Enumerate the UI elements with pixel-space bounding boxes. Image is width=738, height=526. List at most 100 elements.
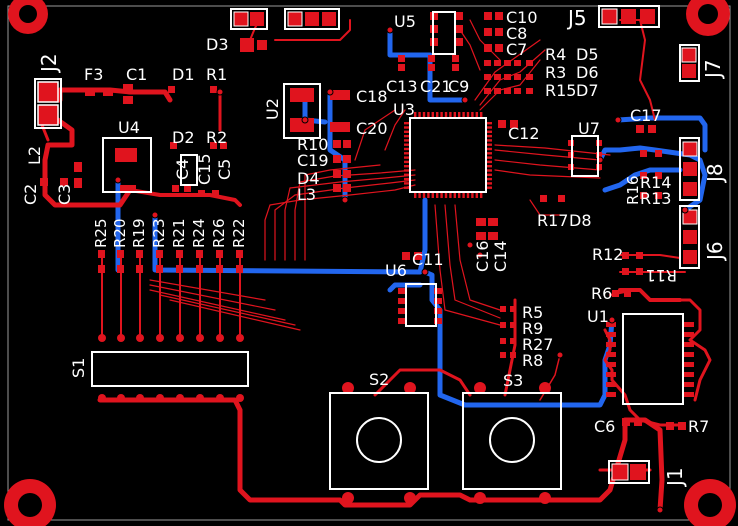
u4-outline: [102, 137, 152, 193]
label-C19: C19: [297, 151, 329, 170]
label-R12: R12: [592, 245, 623, 264]
j-top2-outline: [284, 8, 340, 30]
label-C1: C1: [126, 65, 147, 84]
label-R2: R2: [206, 128, 227, 147]
label-U2: U2: [263, 98, 282, 120]
label-J8: J8: [703, 163, 727, 184]
label-R10: R10: [297, 135, 328, 154]
label-R19: R19: [130, 218, 148, 248]
label-R1: R1: [206, 65, 227, 84]
label-C15: C15: [195, 153, 214, 185]
copper-pads: [37, 8, 698, 504]
label-C5: C5: [215, 159, 234, 180]
label-C16: C16: [473, 240, 492, 272]
label-R5: R5: [522, 303, 543, 322]
label-D7: D7: [576, 81, 599, 100]
label-R7: R7: [688, 417, 709, 436]
label-U4: U4: [118, 118, 140, 137]
s1-outline: [91, 351, 249, 387]
label-J2: J2: [37, 53, 61, 74]
label-J7: J7: [701, 59, 725, 80]
label-R4: R4: [545, 45, 566, 64]
label-C14: C14: [491, 240, 510, 272]
label-R25: R25: [92, 218, 110, 248]
j5-outline: [598, 5, 660, 28]
label-R27: R27: [522, 335, 553, 354]
label-S1: S1: [69, 358, 88, 378]
s2-actuator: [356, 417, 402, 463]
label-C4: C4: [173, 159, 192, 180]
label-D8: D8: [569, 211, 592, 230]
j2-outline: [34, 78, 62, 129]
label-D2: D2: [172, 128, 195, 147]
label-R16: R16: [624, 175, 642, 205]
label-C10: C10: [506, 8, 538, 27]
label-J5: J5: [566, 6, 587, 30]
label-C11: C11: [412, 250, 444, 269]
j-top1-outline: [230, 8, 268, 30]
label-C13: C13: [386, 77, 418, 96]
label-D1: D1: [172, 65, 195, 84]
silkscreen-outlines: [34, 5, 700, 490]
label-C2: C2: [21, 184, 40, 205]
u2-outline: [283, 83, 321, 139]
label-R3: R3: [545, 63, 566, 82]
label-D5: D5: [576, 45, 599, 64]
label-C18: C18: [356, 87, 388, 106]
label-C9: C9: [448, 77, 469, 96]
label-C8: C8: [506, 24, 527, 43]
j8-outline: [679, 137, 700, 201]
label-R15: R15: [545, 81, 576, 100]
label-D3: D3: [206, 35, 229, 54]
label-C12: C12: [508, 124, 540, 143]
c15-outline: [180, 154, 198, 186]
u3-outline: [409, 117, 487, 193]
label-R13: R13: [640, 189, 671, 208]
label-C3: C3: [55, 184, 74, 205]
u7-outline: [571, 135, 599, 177]
label-U6: U6: [385, 261, 407, 280]
vias: [114, 26, 689, 514]
j6-outline: [679, 205, 700, 269]
board-outline: [7, 5, 731, 521]
label-R8: R8: [522, 351, 543, 370]
label-R26: R26: [210, 218, 228, 248]
label-R11: R11: [646, 266, 677, 285]
label-U1: U1: [587, 307, 609, 326]
s3-outline: [462, 392, 562, 490]
silkscreen-labels: J2 F3 C1 D1 R1 D2 R2 U4 L2 C2 C3 C4 C15 …: [21, 6, 727, 488]
u1-outline: [622, 313, 684, 405]
label-J1: J1: [663, 467, 687, 488]
s3-actuator: [489, 417, 535, 463]
u5-outline: [432, 11, 456, 55]
label-S3: S3: [503, 371, 523, 390]
label-R9: R9: [522, 319, 543, 338]
u3-pins: [404, 112, 492, 198]
j1-outline: [608, 460, 650, 484]
label-C17: C17: [630, 106, 662, 125]
u6-outline: [405, 283, 437, 327]
label-L3: L3: [297, 185, 316, 204]
label-S2: S2: [369, 370, 389, 389]
label-F3: F3: [84, 65, 103, 84]
label-R6: R6: [591, 284, 612, 303]
label-R20: R20: [111, 218, 129, 248]
label-C21: C21: [420, 77, 452, 96]
label-R24: R24: [190, 218, 208, 248]
label-D6: D6: [576, 63, 599, 82]
label-L2: L2: [25, 146, 44, 165]
label-U3: U3: [393, 100, 415, 119]
label-U5: U5: [394, 12, 416, 31]
j7-outline: [679, 44, 700, 82]
label-C20: C20: [356, 119, 388, 138]
s2-outline: [329, 392, 429, 490]
label-R17: R17: [537, 211, 568, 230]
label-U7: U7: [578, 119, 600, 138]
label-R22: R22: [230, 218, 248, 248]
label-C6: C6: [594, 417, 615, 436]
label-R14: R14: [640, 173, 671, 192]
label-C7: C7: [506, 40, 527, 59]
label-R21: R21: [170, 218, 188, 248]
label-J6: J6: [703, 241, 727, 262]
